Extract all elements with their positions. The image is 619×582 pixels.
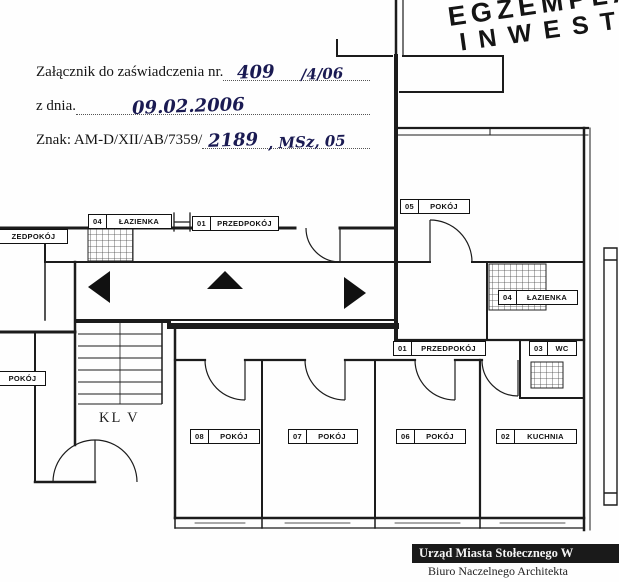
attachment-number-line: Załącznik do zaświadczenia nr. 409 /4/06 bbox=[36, 60, 370, 84]
room-name: ZEDPOKÓJ bbox=[11, 232, 56, 241]
arrow-left-icon bbox=[88, 271, 110, 303]
room-name: KUCHNIA bbox=[527, 432, 564, 441]
room-number: 01 bbox=[193, 217, 211, 230]
room-name: POKÓJ bbox=[430, 202, 458, 211]
room-name: PRZEDPOKÓJ bbox=[217, 219, 272, 228]
attachment-number-value: 409 bbox=[237, 61, 276, 84]
room-label-bath-upper: 04 ŁAZIENKA bbox=[88, 214, 172, 229]
reference-suffix: , MSz, 05 bbox=[268, 131, 347, 153]
room-number: 02 bbox=[497, 430, 515, 443]
stairwell-label: KL V bbox=[99, 410, 140, 426]
room-name: POKÓJ bbox=[8, 374, 37, 383]
bureau-name: Biuro Naczelnego Architekta bbox=[428, 564, 568, 578]
certificate-header: Załącznik do zaświadczenia nr. 409 /4/06… bbox=[36, 60, 370, 162]
room-name: POKÓJ bbox=[318, 432, 346, 441]
walls bbox=[0, 0, 618, 532]
date-line: z dnia. 09.02.2006 bbox=[36, 94, 370, 119]
room-name: PRZEDPOKÓJ bbox=[421, 344, 476, 353]
stairs bbox=[78, 322, 163, 405]
room-label-05: 05 POKÓJ bbox=[400, 199, 470, 214]
direction-arrow-icons bbox=[88, 271, 366, 309]
door-swings bbox=[52, 219, 519, 483]
room-name: WC bbox=[555, 344, 569, 353]
reference-label: Znak: AM-D/XII/AB/7359/ bbox=[36, 132, 203, 148]
attachment-number-suffix: /4/06 bbox=[300, 64, 344, 84]
room-label-08: 08 POKÓJ bbox=[190, 429, 260, 444]
room-name: POKÓJ bbox=[220, 432, 248, 441]
room-number: 05 bbox=[401, 200, 419, 213]
room-number: 06 bbox=[397, 430, 415, 443]
room-number: 01 bbox=[394, 342, 412, 355]
room-label-hall-upper: 01 PRZEDPOKÓJ bbox=[192, 216, 279, 231]
date-value: 09.02.2006 bbox=[131, 94, 246, 119]
room-label-kitchen-02: 02 KUCHNIA bbox=[496, 429, 577, 444]
room-label-07: 07 POKÓJ bbox=[288, 429, 358, 444]
room-label-bath-04: 04 ŁAZIENKA bbox=[498, 290, 578, 305]
room-label-hall-left-cut: ZEDPOKÓJ bbox=[0, 229, 68, 244]
room-label-hall-01: 01 PRZEDPOKÓJ bbox=[393, 341, 486, 356]
room-name: POKÓJ bbox=[426, 432, 454, 441]
room-number: 07 bbox=[289, 430, 307, 443]
office-name: Urząd Miasta Stołecznego W bbox=[412, 544, 619, 563]
room-name: ŁAZIENKA bbox=[526, 293, 568, 302]
arrow-up-icon bbox=[207, 271, 243, 289]
room-name: ŁAZIENKA bbox=[118, 217, 160, 226]
room-number: 08 bbox=[191, 430, 209, 443]
dotted-leader: 2189 , MSz, 05 bbox=[202, 128, 370, 153]
arrow-right-icon bbox=[344, 277, 366, 309]
room-number: 04 bbox=[89, 215, 107, 228]
room-number: 04 bbox=[499, 291, 517, 304]
city-office-stamp: Urząd Miasta Stołecznego W Biuro Naczeln… bbox=[412, 544, 619, 579]
dotted-leader: 09.02.2006 bbox=[75, 94, 370, 119]
tiled-floors bbox=[87, 228, 564, 389]
reference-value: 2189 bbox=[207, 129, 259, 152]
reference-line: Znak: AM-D/XII/AB/7359/ 2189 , MSz, 05 bbox=[36, 128, 370, 153]
room-label-06: 06 POKÓJ bbox=[396, 429, 466, 444]
attachment-label: Załącznik do zaświadczenia nr. bbox=[36, 64, 224, 80]
room-label-room-left-cut: POKÓJ bbox=[0, 371, 46, 386]
room-label-wc-03: 03 WC bbox=[529, 341, 577, 356]
dotted-leader: 409 /4/06 bbox=[223, 60, 370, 84]
date-label: z dnia. bbox=[36, 98, 76, 114]
room-number: 03 bbox=[530, 342, 548, 355]
